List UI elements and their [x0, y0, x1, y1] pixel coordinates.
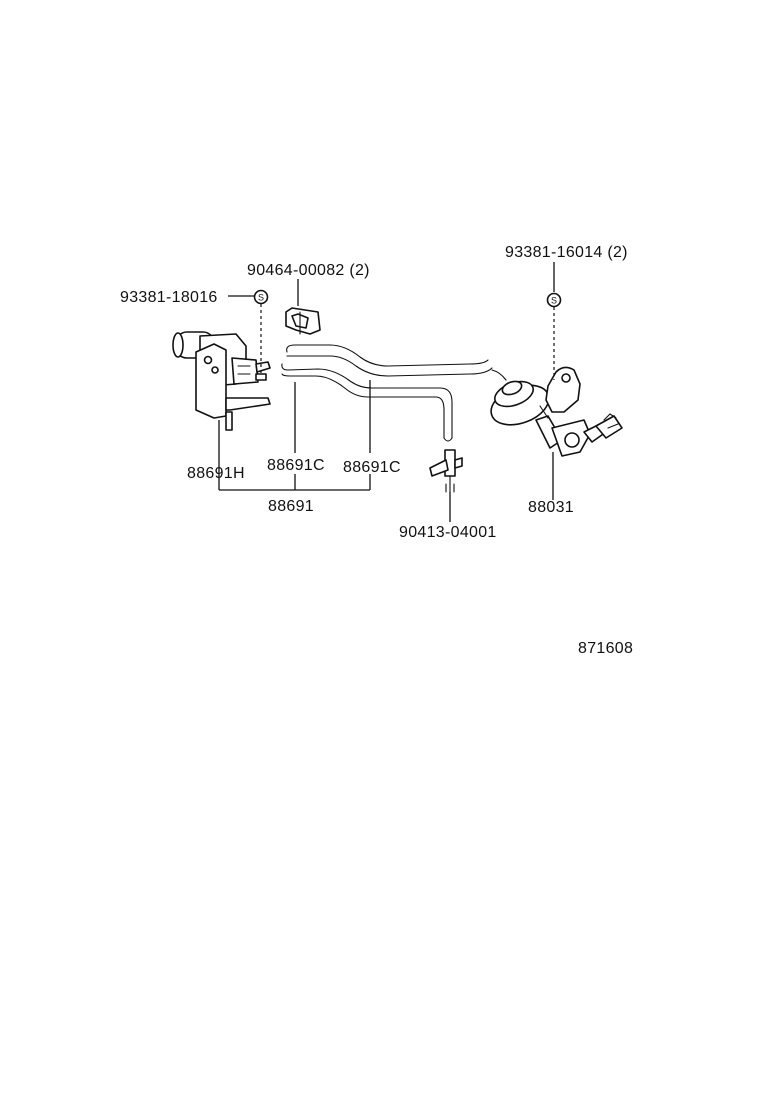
- vsv-solenoid-valve: [172, 331, 271, 431]
- label-88691C-b: 88691C: [343, 459, 401, 476]
- label-90464-00082: 90464-00082 (2): [247, 262, 370, 279]
- label-88031: 88031: [528, 499, 574, 516]
- label-93381-18016: 93381-18016: [120, 289, 218, 306]
- standard-part-symbol-right: S: [546, 292, 562, 308]
- label-88691C-a: 88691C: [267, 457, 325, 474]
- svg-text:S: S: [551, 296, 557, 306]
- hose-lower-88691C: [281, 363, 453, 442]
- label-88691: 88691: [268, 498, 314, 515]
- svg-text:S: S: [258, 293, 264, 303]
- diagram-number: 871608: [578, 640, 633, 657]
- label-93381-16014: 93381-16014 (2): [505, 244, 628, 261]
- label-90413-04001: 90413-04001: [399, 524, 497, 541]
- label-88691H: 88691H: [187, 465, 245, 482]
- hose-clip: [285, 307, 321, 335]
- standard-part-symbol-left: S: [253, 289, 269, 305]
- vacuum-actuator: [490, 366, 623, 457]
- leader-lines: [218, 262, 555, 522]
- hose-upper-88691C: [286, 344, 493, 377]
- three-way-joint: [429, 449, 463, 493]
